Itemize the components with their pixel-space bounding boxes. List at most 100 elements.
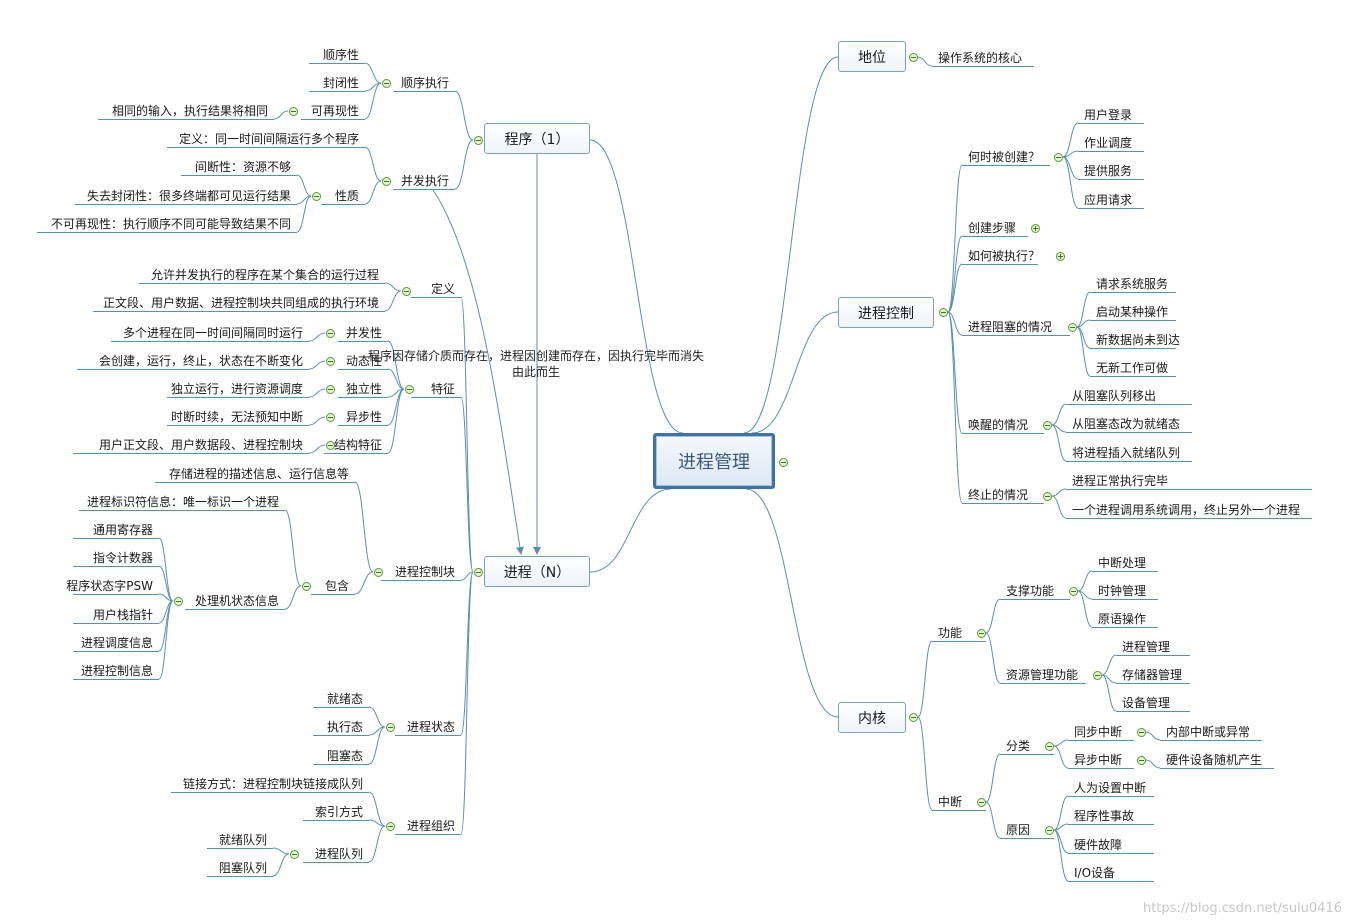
- topic-label[interactable]: 异步中断: [1074, 753, 1123, 767]
- topic-label[interactable]: 执行态: [326, 720, 363, 734]
- expand-icon[interactable]: [1055, 251, 1065, 261]
- topic-label[interactable]: 何时被创建？: [968, 150, 1041, 164]
- topic-label[interactable]: 并发性: [345, 326, 382, 340]
- topic-label[interactable]: 一个进程调用系统调用，终止另外一个进程: [1072, 503, 1301, 517]
- topic-label[interactable]: 进程管理: [1122, 640, 1171, 654]
- topic-label[interactable]: 相同的输入，执行结果将相同: [111, 104, 268, 118]
- topic-process-n[interactable]: 进程（N）: [484, 556, 590, 587]
- collapse-icon[interactable]: [908, 712, 918, 722]
- topic-label[interactable]: 程序状态字PSW: [66, 579, 153, 593]
- topic-label[interactable]: 动态性: [345, 354, 382, 368]
- topic-label[interactable]: 设备管理: [1122, 696, 1171, 710]
- topic-label[interactable]: 进程调度信息: [80, 636, 153, 650]
- topic-label[interactable]: 阻塞队列: [218, 861, 267, 875]
- collapse-icon[interactable]: [473, 567, 483, 577]
- topic-label[interactable]: 进程状态: [406, 720, 455, 734]
- topic-label[interactable]: 就绪队列: [218, 833, 267, 847]
- collapse-icon[interactable]: [1067, 322, 1077, 332]
- topic-label[interactable]: 正文段、用户数据、进程控制块共同组成的执行环境: [102, 296, 379, 310]
- topic-label[interactable]: 时断时续，无法预知中断: [170, 410, 303, 424]
- topic-label[interactable]: 用户栈指针: [92, 608, 153, 622]
- topic-label[interactable]: 中断: [938, 795, 963, 809]
- topic-label[interactable]: 进程控制信息: [80, 664, 153, 678]
- collapse-icon[interactable]: [1044, 741, 1054, 751]
- topic-label[interactable]: 存储进程的描述信息、运行信息等: [168, 467, 349, 481]
- topic-kernel[interactable]: 内核: [838, 702, 906, 733]
- collapse-icon[interactable]: [385, 821, 395, 831]
- topic-label[interactable]: 请求系统服务: [1096, 277, 1169, 291]
- collapse-icon[interactable]: [1136, 755, 1146, 765]
- collapse-icon[interactable]: [325, 356, 335, 366]
- topic-label[interactable]: I/O设备: [1074, 866, 1116, 880]
- topic-label[interactable]: 多个进程在同一时间间隔同时运行: [122, 326, 303, 340]
- collapse-icon[interactable]: [325, 412, 335, 422]
- topic-label[interactable]: 如何被执行？: [968, 249, 1041, 263]
- collapse-icon[interactable]: [1068, 586, 1078, 596]
- topic-label[interactable]: 从阻塞态改为就绪态: [1072, 417, 1181, 431]
- topic-label[interactable]: 独立运行，进行资源调度: [170, 382, 303, 396]
- topic-label[interactable]: 从阻塞队列移出: [1072, 389, 1157, 403]
- topic-label[interactable]: 创建步骤: [968, 221, 1017, 235]
- topic-label[interactable]: 索引方式: [314, 805, 363, 819]
- topic-label[interactable]: 失去封闭性：很多终端都可见运行结果: [86, 189, 291, 203]
- collapse-icon[interactable]: [385, 722, 395, 732]
- collapse-icon[interactable]: [173, 596, 183, 606]
- topic-label[interactable]: 通用寄存器: [92, 523, 153, 537]
- topic-label[interactable]: 硬件故障: [1074, 838, 1123, 852]
- topic-status[interactable]: 地位: [838, 41, 906, 72]
- collapse-icon[interactable]: [1053, 152, 1063, 162]
- collapse-icon[interactable]: [311, 191, 321, 201]
- collapse-icon[interactable]: [1136, 727, 1146, 737]
- collapse-icon[interactable]: [325, 328, 335, 338]
- topic-label[interactable]: 作业调度: [1084, 136, 1133, 150]
- topic-label[interactable]: 进程队列: [314, 847, 363, 861]
- topic-label[interactable]: 资源管理功能: [1006, 668, 1079, 682]
- topic-label[interactable]: 阻塞态: [326, 749, 363, 763]
- topic-process-control[interactable]: 进程控制: [838, 297, 934, 328]
- topic-label[interactable]: 将进程插入就绪队列: [1072, 446, 1181, 460]
- topic-label[interactable]: 并发执行: [400, 174, 449, 188]
- topic-label[interactable]: 指令计数器: [92, 551, 153, 565]
- topic-label[interactable]: 会创建，运行，终止，状态在不断变化: [98, 354, 303, 368]
- collapse-icon[interactable]: [289, 849, 299, 859]
- topic-label[interactable]: 性质: [334, 189, 359, 203]
- topic-label[interactable]: 中断处理: [1098, 556, 1147, 570]
- collapse-icon[interactable]: [288, 106, 298, 116]
- topic-label[interactable]: 就绪态: [326, 692, 363, 706]
- topic-label[interactable]: 特征: [430, 382, 455, 396]
- topic-label[interactable]: 硬件设备随机产生: [1166, 753, 1263, 767]
- topic-label[interactable]: 原语操作: [1098, 612, 1147, 626]
- topic-label[interactable]: 进程阻塞的情况: [968, 320, 1053, 334]
- topic-label[interactable]: 定义: [430, 282, 455, 296]
- topic-label[interactable]: 分类: [1006, 739, 1031, 753]
- topic-label[interactable]: 独立性: [345, 382, 382, 396]
- topic-label[interactable]: 进程正常执行完毕: [1072, 474, 1169, 488]
- collapse-icon[interactable]: [976, 797, 986, 807]
- topic-label[interactable]: 提供服务: [1084, 164, 1133, 178]
- topic-label[interactable]: 可再现性: [310, 104, 359, 118]
- root-collapse-icon[interactable]: [778, 457, 788, 467]
- collapse-icon[interactable]: [381, 176, 391, 186]
- topic-label[interactable]: 顺序执行: [400, 76, 449, 90]
- topic-label[interactable]: 人为设置中断: [1074, 781, 1147, 795]
- collapse-icon[interactable]: [1044, 825, 1054, 835]
- topic-label[interactable]: 功能: [938, 626, 963, 640]
- topic-label[interactable]: 链接方式：进程控制块链接成队列: [182, 777, 363, 791]
- topic-program-one[interactable]: 程序（1）: [484, 123, 590, 154]
- topic-label[interactable]: 同步中断: [1074, 725, 1123, 739]
- topic-label[interactable]: 允许并发执行的程序在某个集合的运行过程: [150, 268, 379, 282]
- topic-label[interactable]: 用户登录: [1084, 108, 1133, 122]
- topic-label[interactable]: 异步性: [345, 410, 382, 424]
- collapse-icon[interactable]: [401, 286, 411, 296]
- collapse-icon[interactable]: [373, 567, 383, 577]
- collapse-icon[interactable]: [473, 135, 483, 145]
- root-topic[interactable]: 进程管理: [653, 433, 775, 489]
- topic-label[interactable]: 顺序性: [322, 48, 359, 62]
- topic-label[interactable]: 内部中断或异常: [1166, 725, 1251, 739]
- topic-label[interactable]: 唤醒的情况: [968, 418, 1029, 432]
- topic-label[interactable]: 存储器管理: [1122, 668, 1183, 682]
- topic-label[interactable]: 用户正文段、用户数据段、进程控制块: [98, 438, 303, 452]
- collapse-icon[interactable]: [381, 78, 391, 88]
- topic-label[interactable]: 不可再现性：执行顺序不同可能导致结果不同: [50, 217, 291, 231]
- topic-label[interactable]: 进程组织: [406, 819, 455, 833]
